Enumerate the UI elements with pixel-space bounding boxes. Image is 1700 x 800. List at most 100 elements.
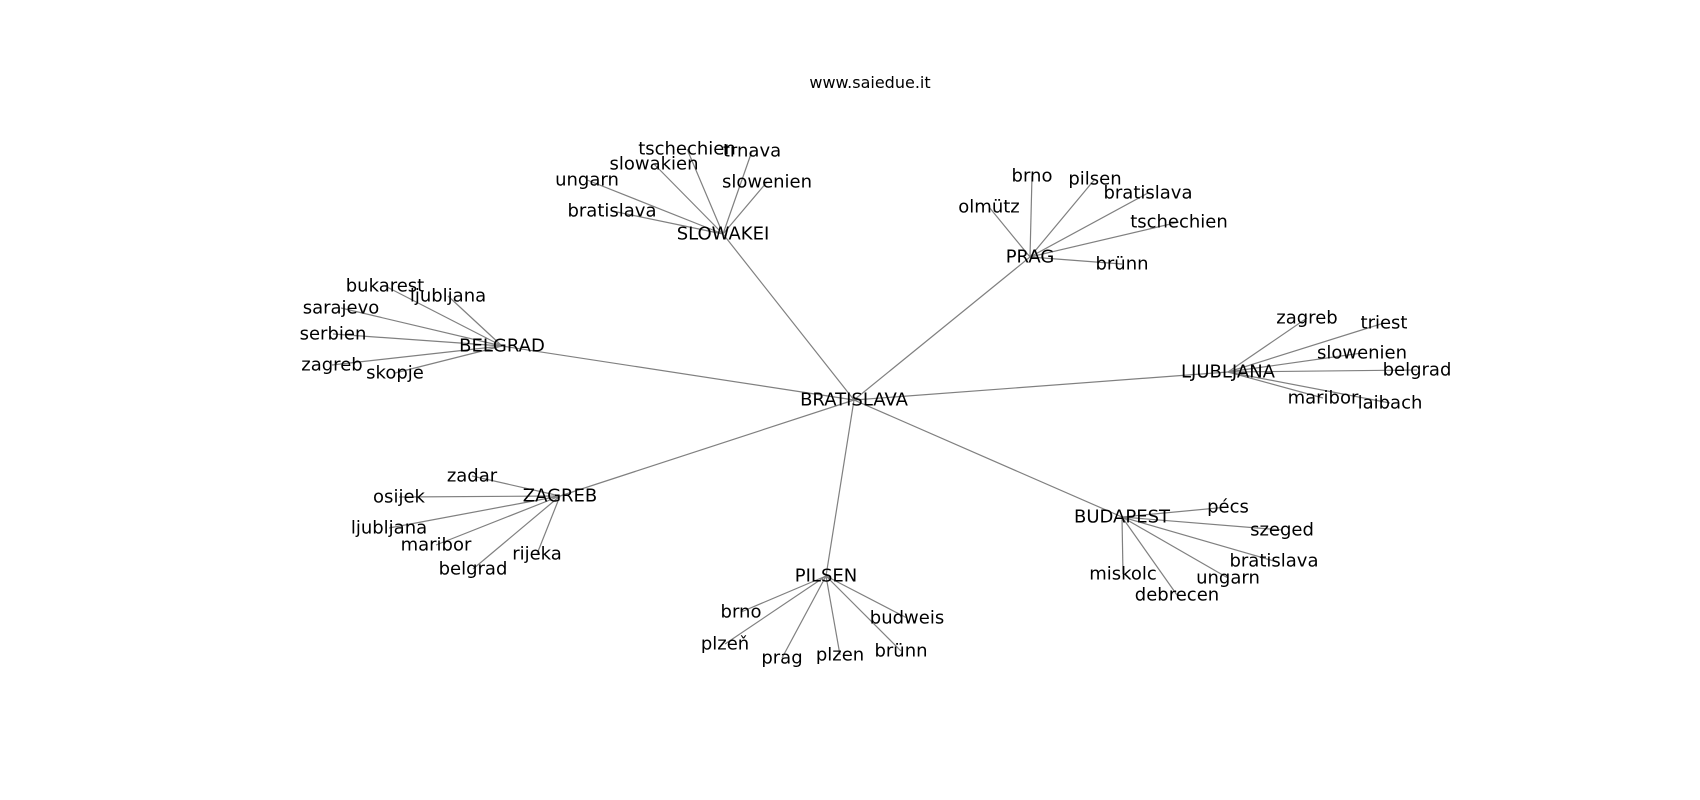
leaf-node-label: debrecen	[1135, 585, 1219, 606]
edge-budapest-leaf	[1121, 516, 1283, 531]
edge-ljubljana-leaf	[1227, 371, 1324, 399]
leaf-node-label: miskolc	[1089, 564, 1157, 585]
leaf-node-label: ljubljana	[410, 286, 486, 307]
edge-belgrad-leaf	[331, 345, 503, 366]
edge-zagreb-leaf	[388, 495, 561, 529]
edge-pilsen-leaf	[740, 575, 827, 613]
leaf-node-label: budweis	[870, 608, 944, 629]
edge-prag-leaf	[1029, 192, 1149, 258]
leaf-node-label: brünn	[874, 641, 927, 662]
edge-ljubljana-leaf	[1227, 352, 1363, 373]
leaf-node-label: szeged	[1250, 520, 1314, 541]
leaf-node-label: rijeka	[512, 544, 562, 565]
leaf-node-label: slowenien	[722, 172, 812, 193]
edge-slowakei-leaf	[722, 150, 753, 235]
leaf-node-label: brünn	[1095, 254, 1148, 275]
leaf-node-label: serbien	[300, 324, 367, 345]
leaf-node-label: osijek	[373, 487, 425, 508]
leaf-node-label: olmütz	[958, 197, 1019, 218]
hub-node-label: ZAGREB	[523, 486, 598, 507]
leaf-node-label: sarajevo	[303, 298, 380, 319]
leaf-node-label: belgrad	[439, 559, 508, 580]
leaf-node-label: tschechien	[1130, 212, 1228, 233]
edges	[331, 148, 1418, 659]
leaf-node-label: bukarest	[346, 276, 425, 297]
edge-budapest-leaf	[1121, 516, 1229, 579]
edge-budapest-leaf	[1121, 516, 1178, 596]
hub-node-label: BUDAPEST	[1074, 507, 1171, 528]
edge-root-zagreb	[559, 399, 855, 497]
leaf-node-label: ungarn	[1196, 568, 1260, 589]
edge-root-budapest	[853, 399, 1123, 518]
edge-belgrad-leaf	[394, 345, 503, 374]
edge-ljubljana-leaf	[1227, 322, 1385, 373]
leaf-node-label: slowenien	[1317, 343, 1407, 364]
edge-zagreb-leaf	[471, 475, 561, 497]
leaf-node-label: bratislava	[1229, 551, 1318, 572]
edge-root-slowakei	[722, 233, 855, 401]
leaf-node-label: bratislava	[567, 201, 656, 222]
edge-slowakei-leaf	[611, 210, 724, 235]
edge-ljubljana-leaf	[1227, 369, 1418, 373]
edge-budapest-leaf	[1121, 516, 1124, 575]
edge-prag-leaf	[1029, 175, 1033, 258]
leaf-node-label: triest	[1361, 313, 1408, 334]
edge-pilsen-leaf	[825, 575, 841, 656]
edge-prag-leaf	[1029, 221, 1180, 258]
edge-pilsen-leaf	[781, 575, 827, 659]
edge-slowakei-leaf	[653, 163, 724, 235]
edge-root-pilsen	[825, 399, 855, 577]
leaf-node-label: brno	[1012, 166, 1053, 187]
leaf-node-label: pilsen	[1068, 169, 1121, 190]
leaf-node-label: skopje	[366, 363, 424, 384]
edge-belgrad-leaf	[447, 295, 503, 347]
hub-node-label: SLOWAKEI	[677, 224, 770, 245]
leaf-node-label: belgrad	[1383, 360, 1452, 381]
leaf-node-label: zadar	[447, 466, 498, 487]
edge-slowakei-leaf	[586, 179, 724, 235]
edge-prag-leaf	[1029, 256, 1123, 265]
leaf-node-label: ungarn	[555, 170, 619, 191]
edge-slowakei-leaf	[722, 181, 768, 235]
site-title: www.saiedue.it	[809, 73, 930, 92]
leaf-node-label: laibach	[1358, 393, 1423, 414]
edge-prag-leaf	[988, 206, 1031, 258]
hub-node-label: PILSEN	[795, 566, 857, 587]
edge-slowakei-leaf	[686, 148, 724, 235]
hub-node-label: PRAG	[1006, 247, 1055, 268]
leaf-node-label: bratislava	[1103, 183, 1192, 204]
edge-zagreb-leaf	[536, 495, 561, 555]
edge-budapest-leaf	[1121, 506, 1229, 518]
leaf-node-label: slowakien	[609, 154, 698, 175]
edge-budapest-leaf	[1121, 516, 1275, 562]
edge-root-prag	[853, 256, 1031, 401]
edge-pilsen-leaf	[825, 575, 908, 619]
leaf-node-label: brno	[721, 602, 762, 623]
hub-node-label: LJUBLJANA	[1181, 362, 1276, 383]
leaf-node-label: maribor	[1288, 388, 1359, 409]
leaf-node-label: zagreb	[1276, 308, 1337, 329]
leaf-node-label: ljubljana	[351, 518, 427, 539]
edge-prag-leaf	[1029, 178, 1096, 258]
edge-zagreb-leaf	[435, 495, 561, 546]
labels: BRATISLAVA SLOWAKEI tschechien trnava slowak…	[300, 139, 1452, 669]
leaf-node-label: trnava	[723, 141, 781, 162]
leaf-node-label: plzen	[816, 645, 864, 666]
leaf-node-label: zagreb	[301, 355, 362, 376]
edge-belgrad-leaf	[384, 285, 503, 347]
leaf-node-label: plzeň	[701, 634, 749, 655]
leaf-node-label: pécs	[1207, 497, 1249, 518]
edge-ljubljana-leaf	[1227, 371, 1391, 404]
edge-belgrad-leaf	[340, 307, 503, 347]
edge-root-belgrad	[501, 345, 855, 401]
edge-pilsen-leaf	[724, 575, 827, 645]
hub-node-label: BELGRAD	[459, 336, 545, 357]
leaf-node-label: maribor	[401, 535, 472, 556]
edge-root-ljubljana	[853, 371, 1229, 401]
root-node-label: BRATISLAVA	[800, 390, 909, 411]
edge-ljubljana-leaf	[1227, 317, 1308, 373]
edge-pilsen-leaf	[825, 575, 902, 652]
edge-belgrad-leaf	[332, 333, 503, 347]
edge-zagreb-leaf	[472, 495, 561, 570]
